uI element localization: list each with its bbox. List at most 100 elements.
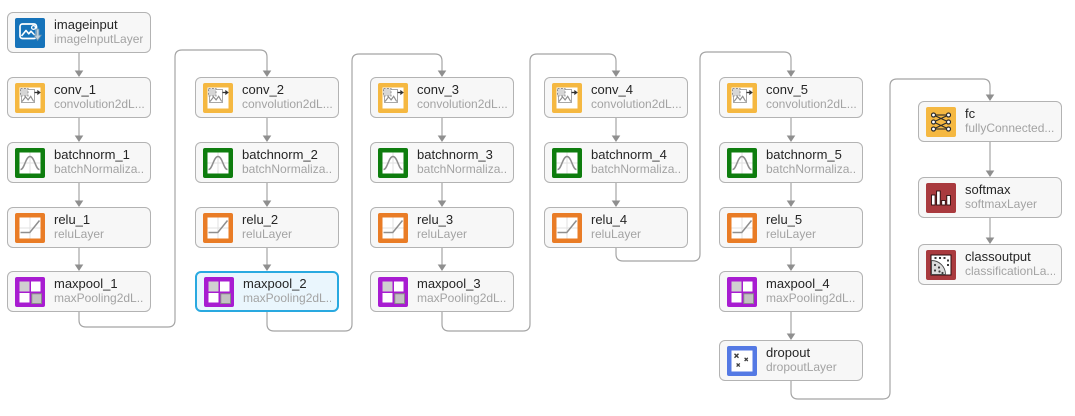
layer-subtitle: reluLayer [766,227,817,242]
layer-subtitle: reluLayer [242,227,293,242]
convolution-icon [15,82,45,113]
batchnorm-icon [15,147,45,178]
layer-title: classoutput [965,250,1031,265]
layer-title: relu_5 [766,213,803,228]
layer-title: conv_3 [417,83,459,98]
layer-title: batchnorm_2 [242,148,318,163]
layer-title: batchnorm_1 [54,148,130,163]
convolution-icon [203,82,233,113]
dropout-icon [727,345,757,376]
layer-subtitle: softmaxLayer [965,197,1038,212]
image-input-icon [15,17,45,48]
layer-title: batchnorm_5 [766,148,842,163]
layer-title: softmax [965,183,1011,198]
layer-subtitle: dropoutLayer [766,360,837,375]
layer-title: maxpool_3 [417,277,481,292]
layer-subtitle: maxPooling2dL... [243,291,331,306]
layer-subtitle: batchNormaliza... [417,162,507,177]
layer-subtitle: convolution2dL... [417,97,507,112]
layer-title: maxpool_1 [54,277,118,292]
layer-title: imageinput [54,18,118,33]
layer-title: conv_1 [54,83,96,98]
maxpool-icon [727,276,757,307]
layer-subtitle: convolution2dL... [54,97,144,112]
maxpool-icon [378,276,408,307]
maxpool-icon [15,276,45,307]
convolution-icon [378,82,408,113]
layer-title: fc [965,107,976,122]
relu-icon [552,212,582,243]
layer-subtitle: batchNormaliza... [766,162,856,177]
layer-subtitle: convolution2dL... [591,97,681,112]
relu-icon [15,212,45,243]
relu-icon [378,212,408,243]
layer-subtitle: reluLayer [417,227,468,242]
relu-icon [727,212,757,243]
layer-title: maxpool_2 [243,277,307,292]
layer-title: conv_4 [591,83,633,98]
batchnorm-icon [378,147,408,178]
layer-subtitle: batchNormaliza... [242,162,332,177]
layer-title: conv_5 [766,83,808,98]
layer-subtitle: convolution2dL... [242,97,332,112]
batchnorm-icon [552,147,582,178]
layer-subtitle: convolution2dL... [766,97,856,112]
fully-connected-icon [926,106,956,137]
layer-title: relu_1 [54,213,91,228]
layer-subtitle: maxPooling2dL... [54,291,144,306]
layer-title: batchnorm_4 [591,148,667,163]
layer-title: batchnorm_3 [417,148,493,163]
layer-title: relu_3 [417,213,454,228]
layer-subtitle: classificationLa... [965,264,1055,279]
layer-subtitle: batchNormaliza... [54,162,144,177]
layer-subtitle: fullyConnected... [965,121,1055,136]
batchnorm-icon [203,147,233,178]
classification-output-icon [926,249,956,280]
layer-title: relu_4 [591,213,628,228]
maxpool-icon [204,276,234,307]
